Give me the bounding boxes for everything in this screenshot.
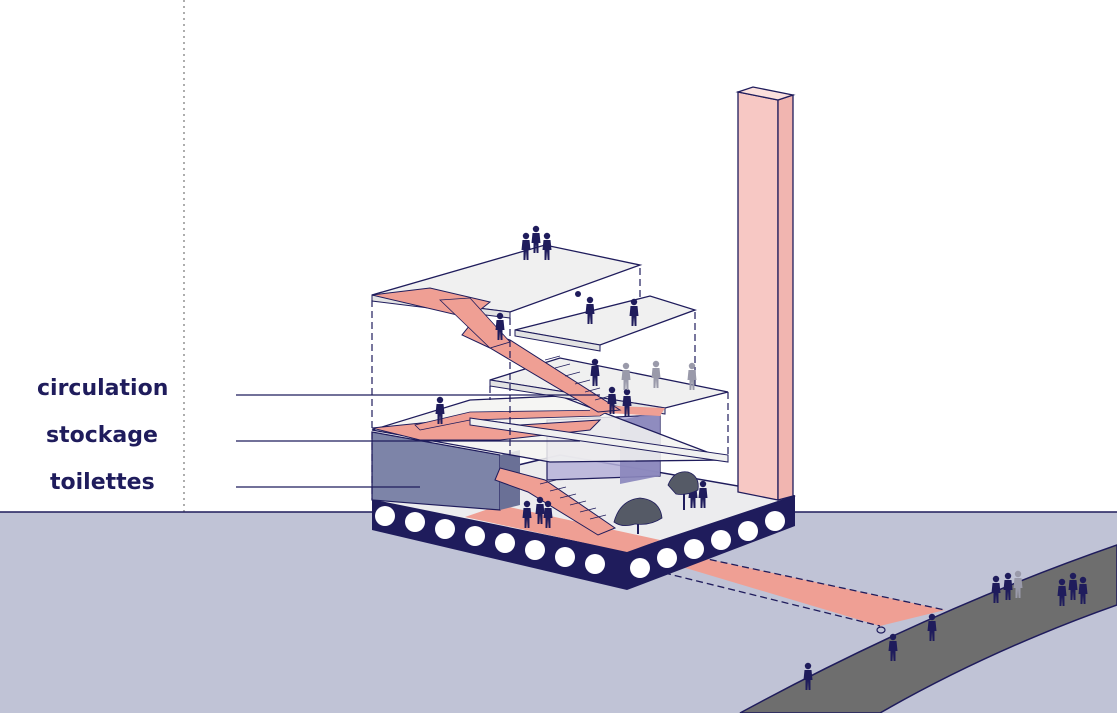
label-circulation: circulation [37,376,168,401]
label-toilettes: toilettes [50,470,155,495]
ball-icon [575,291,581,297]
label-stockage: stockage [46,423,158,448]
tower-front [738,92,778,500]
tower-side [778,95,793,500]
